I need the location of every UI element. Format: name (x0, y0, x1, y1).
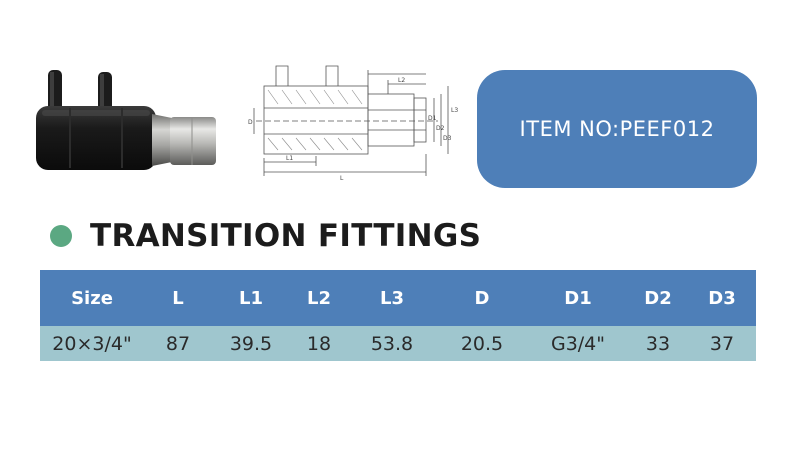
dim-label-l: L (340, 175, 344, 182)
cell-d2: 33 (628, 326, 688, 361)
cell-l2: 18 (290, 326, 348, 361)
cell-d: 20.5 (436, 326, 528, 361)
item-number-box: ITEM NO:PEEF012 (477, 70, 757, 188)
table-row: 20×3/4" 87 39.5 18 53.8 20.5 G3/4" 33 37 (40, 326, 756, 361)
dim-label-d1: D1 (428, 115, 437, 122)
dim-label-d: D (248, 119, 253, 126)
technical-drawing: L L1 L2 L3 D D1 D2 D3 (248, 58, 460, 188)
col-header-l: L (144, 270, 212, 326)
item-number-label: ITEM NO:PEEF012 (519, 117, 715, 141)
col-header-d3: D3 (688, 270, 756, 326)
col-header-d1: D1 (528, 270, 628, 326)
col-header-l3: L3 (348, 270, 436, 326)
section-heading: TRANSITION FITTINGS (50, 213, 481, 259)
cell-l3: 53.8 (348, 326, 436, 361)
bullet-dot-icon (50, 225, 72, 247)
dim-label-d2: D2 (436, 125, 445, 132)
cell-l: 87 (144, 326, 212, 361)
page-title: TRANSITION FITTINGS (90, 218, 482, 254)
col-header-d2: D2 (628, 270, 688, 326)
dim-label-l1: L1 (286, 155, 293, 162)
spec-table: Size L L1 L2 L3 D D1 D2 D3 20×3/4" 87 39… (40, 270, 756, 361)
dim-label-d3: D3 (443, 135, 452, 142)
col-header-l1: L1 (212, 270, 290, 326)
cell-d1: G3/4" (528, 326, 628, 361)
col-header-d: D (436, 270, 528, 326)
cell-d3: 37 (688, 326, 756, 361)
cell-l1: 39.5 (212, 326, 290, 361)
table-header-row: Size L L1 L2 L3 D D1 D2 D3 (40, 270, 756, 326)
col-header-size: Size (40, 270, 144, 326)
dim-label-l2: L2 (398, 77, 405, 84)
product-photo (30, 62, 230, 192)
col-header-l2: L2 (290, 270, 348, 326)
cell-size: 20×3/4" (40, 326, 144, 361)
dim-label-l3: L3 (451, 107, 458, 114)
